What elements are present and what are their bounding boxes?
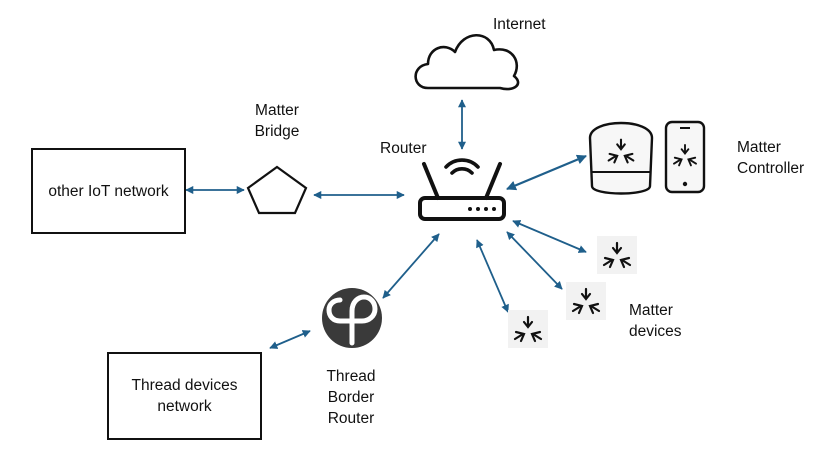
pentagon-icon	[246, 165, 308, 215]
smartphone-icon	[664, 120, 706, 194]
matter-bridge-label: Matter Bridge	[247, 100, 307, 142]
matter-bridge-label-line-1: Matter	[255, 102, 299, 119]
thread-border-router-label-line-1: Thread	[326, 368, 376, 385]
arrow-router-device-2	[506, 231, 563, 290]
thread-devices-network-label-line-1: Thread devices	[131, 377, 238, 394]
thread-logo-icon	[322, 288, 382, 348]
arrow-thread-br-network	[269, 330, 311, 349]
other-iot-network-box: other IoT network	[31, 148, 186, 234]
cloud-icon	[414, 34, 520, 91]
matter-device-icon-2	[566, 282, 606, 320]
matter-device-icon-3	[508, 310, 548, 348]
arrow-router-device-1	[512, 220, 587, 253]
matter-devices-label: Matter devices	[629, 300, 682, 342]
connection-arrows	[185, 99, 587, 349]
other-iot-network-label: other IoT network	[48, 182, 169, 200]
matter-controller-label-line-1: Matter	[737, 139, 781, 156]
matter-devices-label-line-2: devices	[629, 323, 682, 340]
thread-devices-network-label-line-2: network	[157, 398, 212, 415]
matter-device-icon-1	[597, 236, 637, 274]
thread-border-router-label-line-2: Border	[327, 389, 375, 406]
router-label: Router	[380, 140, 427, 157]
matter-controller-label-line-2: Controller	[737, 160, 805, 177]
arrow-router-device-3	[476, 239, 509, 313]
arrow-router-thread-br	[382, 233, 440, 299]
thread-border-router-label-line-3: Router	[327, 410, 375, 427]
arrow-router-controller	[506, 154, 587, 191]
smart-speaker-icon	[588, 121, 654, 195]
internet-label: Internet	[493, 16, 546, 33]
wifi-router-icon	[418, 158, 506, 221]
matter-bridge-label-line-2: Bridge	[254, 123, 300, 140]
thread-devices-network-box: Thread devices network	[107, 352, 262, 440]
matter-controller-label: Matter Controller	[737, 137, 804, 179]
thread-border-router-label: Thread Border Router	[318, 366, 384, 429]
matter-devices-label-line-1: Matter	[629, 302, 673, 319]
